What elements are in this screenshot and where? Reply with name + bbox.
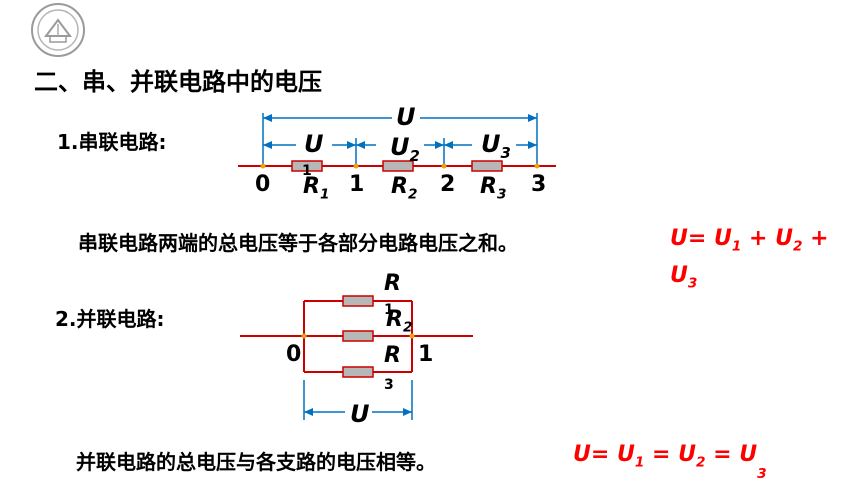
series-node-1: 1	[349, 172, 365, 197]
parallel-node-1: 1	[418, 342, 434, 367]
series-heading: 1.串联电路:	[57, 130, 167, 154]
parallel-node-0: 0	[286, 342, 302, 367]
series-resistor-r2	[382, 160, 414, 172]
series-resistor-r3	[471, 160, 503, 172]
series-resistor-r1	[291, 160, 323, 172]
series-node-0: 0	[255, 172, 271, 197]
parallel-resistor-r2	[342, 330, 374, 342]
series-u3-label: U3	[481, 130, 511, 162]
parallel-r3-label: R	[384, 343, 401, 368]
section-title: 二、串、并联电路中的电压	[34, 68, 322, 96]
series-formula: U= U1 + U2 +U3	[670, 226, 829, 292]
parallel-total-voltage-label: U	[350, 400, 370, 428]
parallel-r2-label: R2	[386, 307, 413, 336]
parallel-heading: 2.并联电路:	[55, 307, 165, 331]
series-conclusion: 串联电路两端的总电压等于各部分电路电压之和。	[78, 231, 518, 255]
parallel-r1-subscript: 1	[384, 302, 394, 318]
series-node-3: 3	[531, 172, 547, 197]
parallel-resistor-r1	[342, 295, 374, 307]
parallel-r1-label: R	[384, 271, 401, 296]
parallel-resistor-r3	[342, 366, 374, 378]
parallel-conclusion: 并联电路的总电压与各支路的电压相等。	[76, 450, 436, 474]
series-node-2: 2	[440, 172, 456, 197]
series-r1-label: R1	[303, 174, 330, 203]
series-u1-label: U	[304, 130, 324, 158]
series-r3-label: R3	[480, 174, 507, 203]
parallel-r3-subscript: 3	[384, 377, 394, 393]
university-seal-icon	[30, 2, 86, 58]
series-u2-label: U2	[390, 133, 420, 165]
series-r2-label: R2	[391, 174, 418, 203]
series-u1-subscript: 1	[302, 163, 312, 179]
series-total-voltage-label: U	[396, 103, 416, 131]
parallel-formula: U= U1 = U2 = U3	[573, 442, 767, 483]
